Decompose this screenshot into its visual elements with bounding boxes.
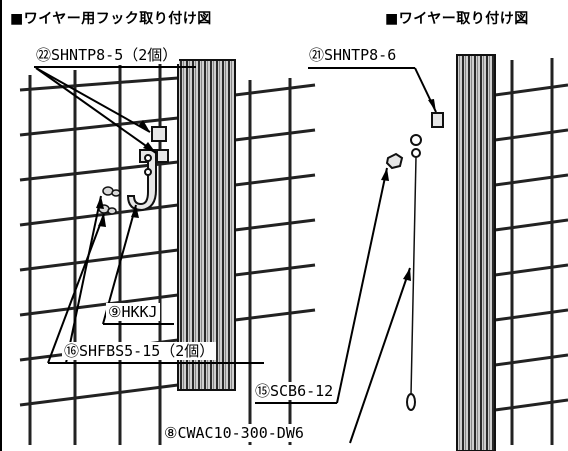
callout-21: ㉑SHNTP8-6 xyxy=(307,46,399,64)
callout-22: ㉒SHNTP8-5（2個） xyxy=(34,46,180,64)
post-right xyxy=(456,54,496,451)
bolt-parts xyxy=(98,186,121,215)
post-left xyxy=(177,59,236,391)
title-hook-install: ■ワイヤー用フック取り付け図 xyxy=(10,11,212,27)
callout-9: ⑨HKKJ xyxy=(106,303,160,321)
wire-parts xyxy=(385,112,444,411)
frame-border xyxy=(0,0,2,451)
mesh-panel-right xyxy=(494,58,568,445)
callout-16: ⑯SHFBS5-15（2個） xyxy=(62,342,217,360)
callout-8: ⑧CWAC10-300-DW6 xyxy=(162,424,306,442)
arrowheads xyxy=(96,99,436,281)
title-wire-install: ■ワイヤー取り付け図 xyxy=(385,11,529,27)
wire-hook-part xyxy=(126,126,169,212)
callout-15: ⑮SCB6-12 xyxy=(253,382,336,400)
